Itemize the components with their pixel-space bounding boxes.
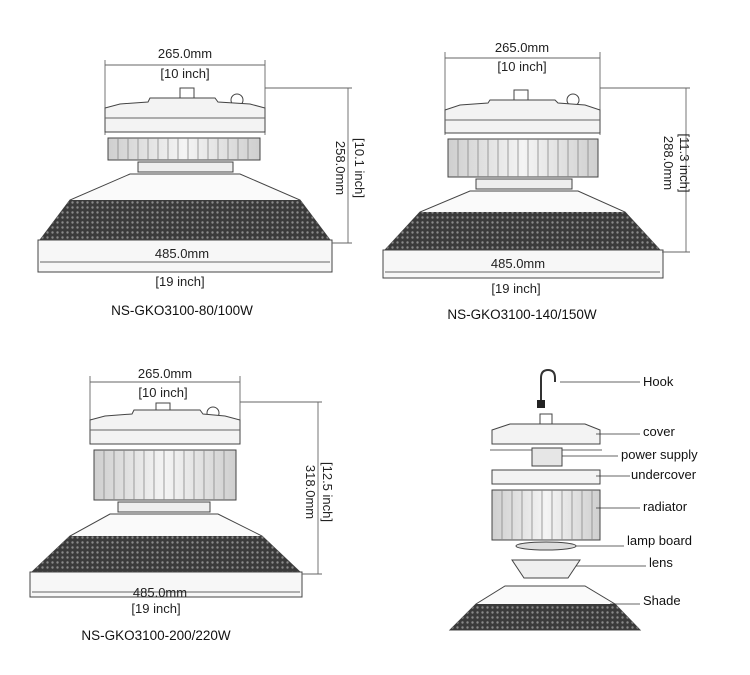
lamp3-bottom-width: 485.0mm xyxy=(133,585,187,600)
lamp3-height-inch: [12.5 inch] xyxy=(320,462,335,522)
lamp-80-100w-drawing xyxy=(37,60,352,273)
part-label-undercover: undercover xyxy=(631,467,697,482)
exploded-view-drawing xyxy=(448,368,646,631)
lamp3-top-width: 265.0mm xyxy=(138,366,192,381)
lamp2-height-inch: [11.3 inch] xyxy=(677,133,692,192)
lamp2-top-width-inch: [10 inch] xyxy=(497,59,546,74)
part-label-cover: cover xyxy=(643,424,675,439)
lamp3-top-width-inch: [10 inch] xyxy=(138,385,187,400)
lamp1-height-inch: [10.1 inch] xyxy=(352,138,367,198)
lamp2-model: NS-GKO3100-140/150W xyxy=(447,307,597,322)
lamp1-top-width-inch: [10 inch] xyxy=(160,66,209,81)
lamp1-bottom-width: 485.0mm xyxy=(155,246,209,261)
lamp1-top-width: 265.0mm xyxy=(158,46,212,61)
part-label-hook: Hook xyxy=(643,374,674,389)
lamp3-height: 318.0mm xyxy=(303,465,318,519)
part-label-radiator: radiator xyxy=(643,499,688,514)
lamp2-height: 288.0mm xyxy=(661,136,676,190)
part-label-lens: lens xyxy=(649,555,673,570)
lamp-200-220w-drawing xyxy=(29,376,322,598)
lamp3-bottom-width-inch: [19 inch] xyxy=(131,601,180,616)
part-label-shade: Shade xyxy=(643,593,681,608)
lamp1-bottom-width-inch: [19 inch] xyxy=(155,274,204,289)
lamp2-bottom-width: 485.0mm xyxy=(491,256,545,271)
lamp1-height: 258.0mm xyxy=(333,141,348,195)
lamp2-bottom-width-inch: [19 inch] xyxy=(491,281,540,296)
part-label-power-supply: power supply xyxy=(621,447,698,462)
lamp2-top-width: 265.0mm xyxy=(495,40,549,55)
part-label-lamp-board: lamp board xyxy=(627,533,692,548)
lamp1-model: NS-GKO3100-80/100W xyxy=(111,303,253,318)
lamp3-model: NS-GKO3100-200/220W xyxy=(81,628,231,643)
lamp-140-150w-drawing xyxy=(382,52,690,279)
